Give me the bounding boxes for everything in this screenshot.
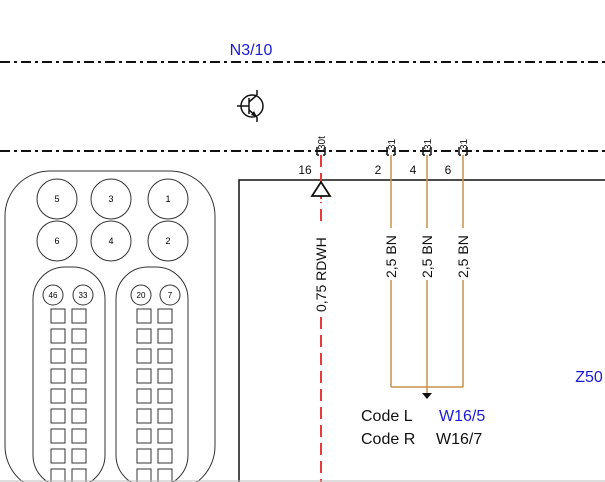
connector-pin-label: 20 <box>137 291 146 300</box>
connector-cavity <box>50 308 66 324</box>
wire-label-pin4: 2,5 BN <box>419 235 435 278</box>
connector-cavity <box>71 448 87 464</box>
connector-cavity <box>71 308 87 324</box>
small-pin-group: 46 33 20 7 <box>42 284 181 306</box>
component-box-z50 <box>238 179 605 482</box>
connector-cavity <box>71 328 87 344</box>
connector-pin-label: 5 <box>54 194 59 204</box>
code-ref-r[interactable]: W16/7 <box>436 431 482 448</box>
junction-arrow <box>422 393 432 399</box>
connector-pin-label: 1 <box>165 194 170 204</box>
connector-cavity <box>157 468 173 482</box>
wire-label-pin6: 2,5 BN <box>455 235 471 278</box>
target-component-label: Z50 <box>575 369 603 386</box>
connector-pin-small <box>159 284 181 306</box>
connector-cavity <box>71 368 87 384</box>
connector-cavity <box>50 408 66 424</box>
code-ref-l[interactable]: W16/5 <box>439 408 485 425</box>
connector-pin-label: 7 <box>168 291 173 300</box>
connector-cavity <box>50 428 66 444</box>
pin-number-6: 6 <box>445 163 452 177</box>
connector-pin-label: 46 <box>49 291 58 300</box>
wire-label-pin16: 0,75 RDWH <box>313 237 329 312</box>
connector-cavity <box>50 328 66 344</box>
connector-cavity <box>157 328 173 344</box>
wire-label-pin2: 2,5 BN <box>383 235 399 278</box>
connector-pin-large <box>147 178 189 220</box>
terminal-label-pin6: 31 <box>459 138 470 150</box>
connector-cavity <box>136 368 152 384</box>
connector-cavity <box>136 308 152 324</box>
pin-terminal-marks <box>316 147 468 156</box>
connector-cavity <box>71 348 87 364</box>
connector-pin-large <box>147 220 189 262</box>
connector-pin-small <box>72 284 94 306</box>
connector-pin-small <box>130 284 152 306</box>
connector-cavity <box>157 448 173 464</box>
component-label: N3/10 <box>230 42 273 59</box>
connector-cavity <box>50 348 66 364</box>
connector-pin-label: 33 <box>79 291 88 300</box>
transistor-icon <box>237 90 264 122</box>
connector-cavity <box>136 408 152 424</box>
connector-cavity <box>136 328 152 344</box>
connector-cavity <box>136 348 152 364</box>
connector-cavity <box>71 408 87 424</box>
connector-cavity <box>157 428 173 444</box>
connector-cavity <box>136 388 152 404</box>
terminal-label-pin2: 31 <box>387 138 398 150</box>
terminal-label-pin4: 31 <box>423 138 434 150</box>
pin-number-16: 16 <box>298 163 312 177</box>
connector-cavity <box>136 468 152 482</box>
connector-cavity <box>71 468 87 482</box>
connector-pin-small <box>42 284 64 306</box>
connector-pin-label: 2 <box>165 236 170 246</box>
connector-pin-label: 6 <box>54 236 59 246</box>
connector-cavity <box>157 408 173 424</box>
connector-cavity <box>71 388 87 404</box>
connector-pin-large <box>90 178 132 220</box>
connector-face <box>4 170 216 482</box>
code-label-l: Code L <box>361 408 413 425</box>
connector-cavity <box>71 428 87 444</box>
pin-number-4: 4 <box>410 163 417 177</box>
cavity-grid <box>50 308 173 482</box>
connector-arrow-icon <box>310 180 332 197</box>
connector-cavity <box>50 448 66 464</box>
connector-cavity <box>157 388 173 404</box>
connector-cavity <box>157 308 173 324</box>
connector-pin-label: 4 <box>108 236 113 246</box>
pin-number-2: 2 <box>375 163 382 177</box>
large-pin-group: 5 3 1 6 4 2 <box>36 178 189 262</box>
code-label-r: Code R <box>361 431 415 448</box>
connector-pin-label: 3 <box>108 194 113 204</box>
connector-cavity <box>50 388 66 404</box>
terminal-label-pin16: 30t <box>317 136 328 150</box>
connector-cavity <box>157 348 173 364</box>
connector-cavity <box>50 368 66 384</box>
connector-cavity <box>136 448 152 464</box>
connector-cavity <box>157 368 173 384</box>
connector-cavity <box>136 428 152 444</box>
connector-pin-large <box>36 178 78 220</box>
connector-pin-large <box>36 220 78 262</box>
connector-pin-large <box>90 220 132 262</box>
connector-cavity <box>50 468 66 482</box>
